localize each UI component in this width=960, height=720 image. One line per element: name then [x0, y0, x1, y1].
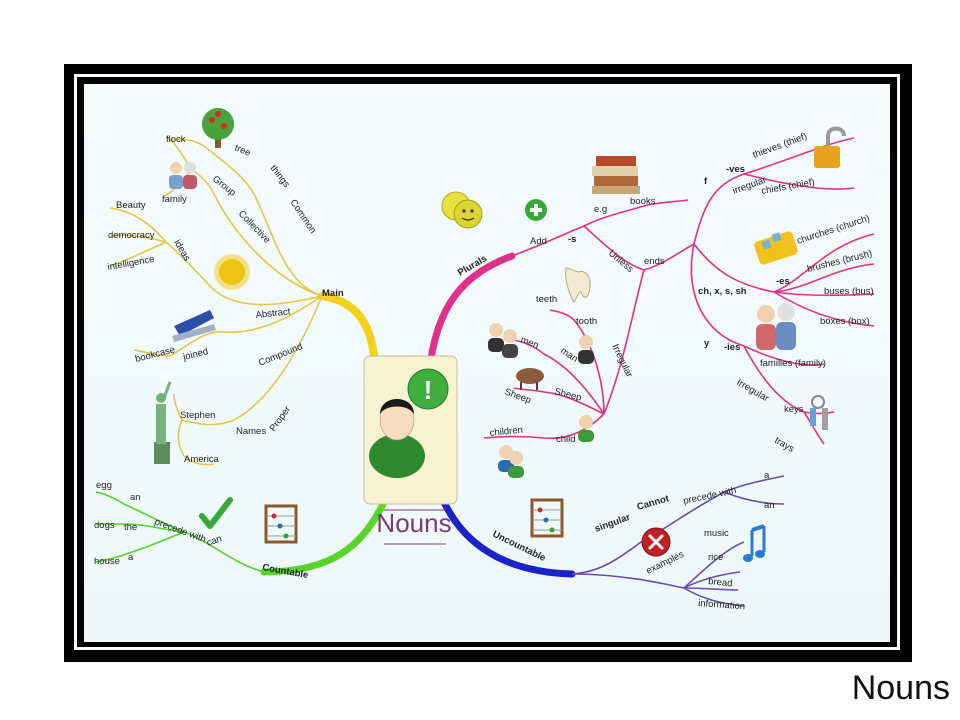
child-label: child	[556, 434, 576, 445]
the-label: the	[124, 522, 137, 533]
tooth-icon	[565, 267, 591, 303]
keys-icon	[810, 395, 828, 430]
slide-title: Nouns	[851, 669, 950, 707]
ends-label: ends	[644, 256, 665, 267]
countable-label: Countable	[261, 562, 309, 581]
tooth-label: tooth	[576, 316, 597, 327]
ch-x-s-sh-label: ch, x, s, sh	[698, 286, 747, 297]
unless-label: Unless	[606, 248, 636, 275]
ves-suffix-label: -ves	[726, 164, 745, 175]
house-label: house	[94, 556, 120, 567]
ies-suffix-label: -ies	[724, 342, 740, 353]
cannot-label: Cannot	[636, 493, 671, 513]
irregular-label-2: Irregular	[735, 377, 771, 404]
sun-icon	[214, 254, 250, 290]
information-label: information	[698, 598, 746, 612]
america-label: America	[184, 454, 220, 465]
proper-label: Proper	[268, 404, 294, 434]
dogs-label: dogs	[94, 520, 115, 531]
uncountable-precede-with-label: precede with	[682, 485, 737, 507]
families-label: families (family)	[760, 358, 826, 369]
eg-label: e.g	[594, 204, 607, 215]
countable-branch	[95, 491, 388, 576]
exclamation-mark: !	[424, 375, 433, 405]
man-icon	[578, 335, 594, 364]
books-icon	[592, 156, 640, 194]
music-label: music	[704, 528, 729, 539]
exclamation-bubble-icon: !	[407, 368, 449, 410]
checkmark-icon	[199, 497, 233, 529]
open-padlock-icon	[814, 126, 846, 168]
boxes-label: boxes (box)	[820, 316, 870, 327]
plurals-branch	[425, 137, 875, 445]
add-plus-icon	[525, 199, 547, 221]
can-label: can	[205, 533, 223, 549]
sheep-singular-label: Sheep	[553, 386, 582, 403]
common-label: Common	[288, 198, 319, 236]
main-branch	[109, 135, 380, 466]
uncountable-an-label: an	[764, 500, 775, 511]
singular-label: singular	[593, 512, 632, 535]
thieves-label: thieves (thief)	[751, 131, 808, 161]
books-label: books	[630, 196, 656, 207]
men-label: men	[519, 334, 540, 351]
sheep-icon	[516, 368, 544, 390]
things-label: things	[268, 163, 292, 190]
stephen-label: Stephen	[180, 410, 215, 421]
churches-label: churches (church)	[796, 213, 872, 247]
mind-map: ! Nouns	[84, 84, 890, 642]
intelligence-label: intelligence	[107, 254, 156, 273]
smiley-faces-icon	[441, 191, 483, 229]
joined-label: joined	[181, 346, 209, 363]
abacus-icon	[264, 504, 298, 544]
man-label: man	[558, 345, 579, 364]
y-ending-label: y	[704, 338, 710, 349]
trays-label: trays	[773, 435, 797, 455]
main-label: Main	[322, 288, 344, 299]
teeth-label: teeth	[536, 294, 557, 305]
abacus-icon	[530, 498, 564, 538]
irregular-label-3: Irregular	[609, 342, 634, 379]
family-label: family	[162, 194, 187, 205]
bread-label: bread	[708, 576, 733, 589]
buses-label: buses (bus)	[824, 286, 874, 297]
beauty-label: Beauty	[116, 200, 146, 211]
es-suffix-label: -es	[776, 276, 790, 287]
f-ending-label: f	[704, 176, 708, 187]
elderly-couple-icon	[756, 303, 796, 350]
statue-of-liberty-icon	[154, 381, 172, 464]
rice-label: rice	[708, 552, 723, 563]
a-label: a	[128, 552, 134, 563]
men-icon	[488, 323, 518, 358]
bookcase-label: bookcase	[134, 344, 176, 365]
abstract-label: Abstract	[255, 306, 291, 321]
child-icon	[578, 415, 594, 442]
compound-label: Compound	[257, 341, 304, 369]
egg-label: egg	[96, 480, 112, 491]
family-icon	[169, 162, 197, 189]
democracy-label: democracy	[108, 230, 155, 241]
stapler-icon	[172, 310, 216, 342]
uncountable-a-label: a	[764, 470, 770, 481]
tree-icon	[202, 108, 234, 148]
an-label: an	[130, 492, 141, 503]
add-label: Add	[530, 236, 547, 247]
mind-map-canvas: ! Nouns	[94, 108, 875, 612]
s-suffix-label: -s	[568, 234, 576, 245]
center-node: ! Nouns	[363, 355, 458, 545]
person-hair	[380, 399, 414, 414]
tree-label: tree	[233, 143, 252, 159]
cancel-x-icon	[641, 527, 671, 557]
frame-inner-border	[74, 74, 900, 650]
center-title: Nouns	[376, 508, 451, 538]
school-bus-icon	[754, 231, 798, 265]
children-label: children	[489, 425, 523, 439]
collective-label: Collective	[236, 208, 273, 245]
names-label: Names	[236, 426, 266, 437]
keys-label: keys	[784, 404, 804, 415]
flock-label: flock	[166, 134, 186, 145]
children-icon	[498, 445, 524, 478]
person-body	[369, 434, 425, 478]
music-note-icon	[743, 524, 766, 562]
